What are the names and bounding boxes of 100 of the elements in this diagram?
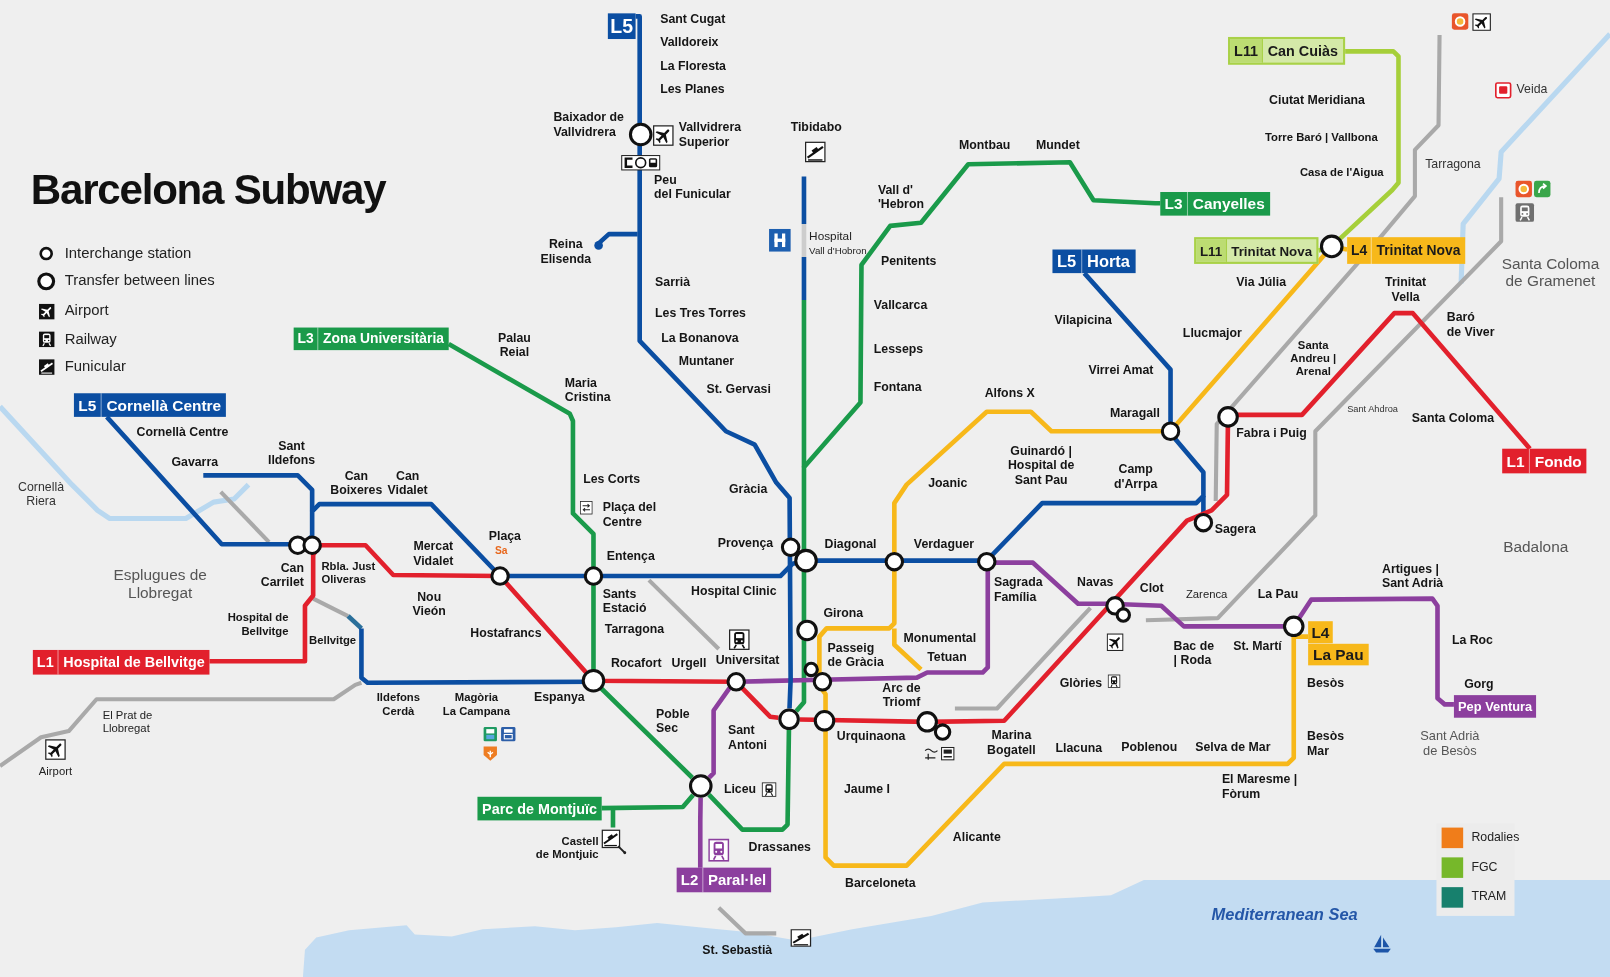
station-label: Les Tres Torres bbox=[655, 307, 746, 322]
station-label: Fabra i Puig bbox=[1236, 427, 1307, 442]
terminus-name: Pep Ventura bbox=[1457, 700, 1534, 713]
station-label: Peu del Funicular bbox=[654, 173, 731, 202]
station-label: Hostafrancs bbox=[470, 626, 542, 641]
place-label: Esplugues de Llobregat bbox=[113, 565, 207, 602]
line-code: L3 bbox=[293, 327, 319, 351]
station-label: Espanya bbox=[533, 691, 585, 706]
line-code: L1 bbox=[32, 649, 59, 675]
station-label: Guinardó | Hospital de Sant Pau bbox=[1007, 444, 1075, 488]
line-code: L11 bbox=[1196, 239, 1227, 262]
terminus-name: L5 bbox=[610, 16, 634, 36]
station-label: Airport bbox=[38, 764, 73, 778]
station-label: Artigues | Sant Adrià bbox=[1382, 562, 1444, 591]
line-terminus-sign bbox=[1453, 695, 1537, 718]
station-label: Girona bbox=[823, 606, 864, 621]
terminus-name: Paral·lel bbox=[707, 872, 768, 888]
station-label: Selva de Mar bbox=[1195, 740, 1271, 755]
station-label: Baró de Viver bbox=[1446, 311, 1495, 340]
line-terminus-sign bbox=[676, 867, 771, 893]
line-terminus-sign bbox=[32, 649, 210, 675]
station-label: Gràcia bbox=[729, 482, 768, 497]
station-label: Llacuna bbox=[1055, 741, 1103, 756]
station-label: Clot bbox=[1139, 582, 1164, 597]
terminus-name: Canyelles bbox=[1191, 196, 1266, 212]
station-label: Casa de l'Aigua bbox=[1299, 165, 1384, 179]
line-code: L3 bbox=[1160, 192, 1188, 216]
line-terminus-sign bbox=[73, 393, 227, 417]
station-label: Vall d' 'Hebron bbox=[877, 183, 924, 213]
station-label: Cornellà Riera bbox=[18, 480, 64, 509]
station-label: Valldoreix bbox=[660, 35, 719, 51]
station-label: Magòria La Campana bbox=[442, 691, 510, 717]
legend-label: FGC bbox=[1471, 860, 1498, 875]
terminus-name: Parc de Montjuïc bbox=[481, 801, 599, 816]
place-label: Santa Coloma de Gramenet bbox=[1501, 254, 1600, 291]
station-label: Vallcarca bbox=[873, 298, 928, 313]
station-label: Plaça bbox=[488, 529, 521, 544]
metro-line bbox=[794, 159, 1161, 713]
terminus-name: Cornellà Centre bbox=[105, 397, 223, 413]
station-label: Santa Andreu | Arenal bbox=[1290, 338, 1337, 378]
station-label: Besòs Mar bbox=[1307, 730, 1345, 759]
legend-label: Rodalies bbox=[1471, 830, 1520, 845]
terminus-name: Fondo bbox=[1533, 453, 1583, 469]
station-label: Sants Estació bbox=[602, 587, 647, 616]
station-label: Tarragona bbox=[604, 622, 665, 637]
station-label: Marina Bogatell bbox=[987, 729, 1036, 758]
station-label: Vallvidrera Superior bbox=[678, 121, 742, 150]
terminus-name: Can Cuiàs bbox=[1266, 43, 1339, 58]
station-label: Maria Cristina bbox=[564, 376, 611, 406]
station-label: Santa Coloma bbox=[1411, 411, 1494, 426]
line-code: L4 bbox=[1347, 237, 1373, 264]
station-label: Passeig de Gràcia bbox=[827, 641, 884, 671]
station-label: Trinitat Vella bbox=[1385, 276, 1427, 305]
station-label: Les Corts bbox=[583, 472, 641, 487]
line-terminus-sign bbox=[1347, 237, 1465, 264]
station-label: Muntaner bbox=[678, 354, 735, 369]
station-label: Diagonal bbox=[824, 538, 877, 553]
station-label: Sa bbox=[494, 545, 508, 558]
station-label: Llucmajor bbox=[1182, 326, 1242, 341]
station-label: Drassanes bbox=[748, 840, 811, 856]
station-label: Sant Cugat bbox=[660, 12, 726, 27]
station-label: Via Júlia bbox=[1236, 276, 1287, 291]
station-label: Rocafort bbox=[610, 657, 662, 672]
station-label: La Bonanova bbox=[661, 331, 739, 346]
metro-line bbox=[799, 310, 1532, 725]
station-label: La Pau bbox=[1257, 587, 1299, 602]
line-terminus-sign bbox=[293, 327, 449, 351]
station-label: Liceu bbox=[723, 782, 757, 797]
station-label: Verdaguer bbox=[913, 538, 975, 553]
station-label: Vilapicina bbox=[1054, 314, 1112, 329]
terminus-name: Trinitat Nova bbox=[1230, 243, 1314, 258]
station-label: Jaume I bbox=[844, 782, 890, 797]
place-label: Sant Adrià de Besòs bbox=[1420, 729, 1480, 759]
station-label: Sarrià bbox=[655, 276, 691, 291]
line-terminus-sign bbox=[1502, 448, 1587, 474]
station-label: El Prat de Llobregat bbox=[102, 708, 153, 735]
legend-label: Funicular bbox=[64, 357, 126, 375]
station-label: Rbla. Just Oliveras bbox=[321, 559, 376, 586]
terminus-name: Horta bbox=[1086, 253, 1131, 270]
metro-line bbox=[707, 730, 792, 832]
line-code: L1 bbox=[1502, 448, 1530, 474]
station-label: Camp d'Arrpa bbox=[1113, 463, 1158, 492]
station-label: Hospital Clinic bbox=[691, 584, 777, 599]
station-label: Alicante bbox=[952, 830, 1001, 845]
station-label: Bac de | Roda bbox=[1173, 639, 1215, 668]
station-label: Can Carrilet bbox=[260, 561, 304, 590]
station-label: Universitat bbox=[715, 654, 780, 669]
legend-label: Railway bbox=[64, 330, 117, 348]
line-code: L4 bbox=[1310, 622, 1331, 643]
station-label: Sagrada Família bbox=[993, 576, 1043, 605]
line-code: L11 bbox=[1230, 39, 1264, 63]
station-label: Veida bbox=[1516, 83, 1548, 98]
station-ring bbox=[777, 707, 800, 730]
place-label: Badalona bbox=[1503, 538, 1569, 556]
station-label: Urquinaona bbox=[836, 730, 906, 745]
station-label: Poblenou bbox=[1121, 740, 1178, 755]
station-label: Glòries bbox=[1059, 676, 1103, 691]
station-label: Castell de Montjuic bbox=[535, 834, 599, 861]
station-label: Maragall bbox=[1109, 406, 1160, 421]
legend-label: Airport bbox=[64, 301, 109, 319]
